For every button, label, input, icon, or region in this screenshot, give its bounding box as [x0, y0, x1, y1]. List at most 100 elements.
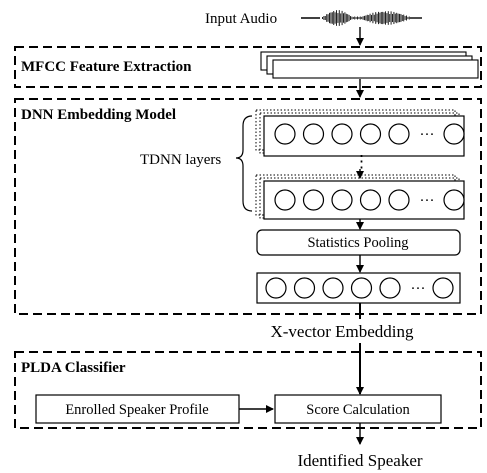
waveform-bar — [345, 13, 347, 23]
waveform-bar — [348, 14, 350, 22]
tdnn-layer-bottom-page-back — [255, 174, 456, 216]
waveform-bar — [326, 14, 328, 22]
waveform-bar — [334, 12, 336, 24]
waveform-bar — [393, 11, 395, 25]
tdnn-vertical-ellipsis: ⋮ — [353, 152, 370, 171]
neuron-node — [302, 189, 325, 211]
mfcc-feature-page-front — [272, 59, 479, 79]
tdnn-layer-bottom-page-middle — [259, 177, 460, 219]
mfcc-section-title: MFCC Feature Extraction — [21, 59, 192, 75]
waveform-bar — [401, 14, 403, 22]
waveform-bar — [407, 16, 409, 20]
statistics-pooling-label: Statistics Pooling — [307, 235, 408, 251]
waveform-bar — [408, 16, 410, 20]
waveform-bar — [351, 16, 353, 20]
waveform-bar — [344, 12, 346, 24]
waveform-bar — [337, 13, 339, 23]
neuron-node — [322, 277, 344, 299]
waveform-bar — [396, 12, 398, 24]
statistics-pooling-box — [256, 229, 461, 256]
neuron-node — [443, 123, 465, 145]
tdnn-layer-bottom-nodes: ··· — [274, 189, 465, 211]
waveform-bar — [378, 11, 379, 25]
waveform-bar — [373, 14, 375, 22]
dnn-section-frame — [14, 98, 482, 315]
neuron-node — [302, 123, 325, 145]
tdnn-layer-top: ··· — [255, 109, 465, 157]
waveform-bar — [406, 15, 407, 21]
neuron-ellipsis: ··· — [411, 281, 426, 297]
waveform-bar — [355, 17, 357, 19]
plda-section-title: PLDA Classifier — [21, 360, 126, 376]
waveform-bar — [362, 16, 364, 20]
embedding-layer-nodes: ··· — [265, 277, 454, 299]
waveform-bar — [368, 15, 370, 21]
tdnn-layer-top-page-back — [255, 109, 456, 151]
waveform-bar — [333, 11, 335, 25]
waveform-bar — [387, 11, 389, 25]
waveform-bar — [366, 14, 368, 22]
score-calculation-label: Score Calculation — [306, 402, 410, 418]
waveform-bar — [336, 10, 337, 26]
waveform-bar — [352, 16, 354, 20]
tdnn-layer-bottom: ··· — [255, 174, 465, 220]
enrolled-speaker-profile-label: Enrolled Speaker Profile — [65, 402, 208, 418]
waveform-bar — [389, 14, 391, 22]
waveform-bar — [322, 17, 323, 19]
waveform-bar — [404, 16, 406, 20]
waveform-bar — [385, 11, 386, 25]
neuron-node — [331, 123, 353, 145]
waveform-bar — [372, 12, 374, 24]
neuron-ellipsis: ··· — [420, 127, 435, 143]
neuron-ellipsis: ··· — [420, 193, 435, 209]
waveform-bar — [399, 13, 400, 23]
waveform-bar — [382, 11, 384, 25]
waveform-bar — [390, 11, 392, 25]
mfcc-section-frame — [14, 46, 482, 88]
tdnn-layer-top-page-middle — [259, 112, 460, 154]
waveform-bar — [380, 11, 382, 25]
waveform-bar — [376, 13, 378, 23]
waveform-bar — [364, 15, 365, 21]
waveform-bar — [341, 10, 343, 26]
waveform-bar — [361, 16, 363, 20]
waveform-bar — [394, 13, 396, 23]
audio-waveform-icon — [322, 10, 422, 26]
score-calculation-box — [274, 394, 442, 424]
neuron-node — [359, 123, 382, 145]
waveform-bar — [400, 13, 402, 23]
waveform-bar — [358, 17, 360, 19]
waveform-bar — [371, 14, 372, 22]
neuron-node — [388, 189, 410, 211]
plda-section-frame — [14, 351, 482, 429]
dnn-section-title: DNN Embedding Model — [21, 107, 176, 123]
waveform-bar — [375, 12, 377, 24]
waveform-bar — [357, 16, 358, 20]
waveform-bar — [329, 12, 330, 24]
waveform-bar — [350, 16, 351, 20]
waveform-bar — [397, 13, 399, 23]
waveform-bar — [365, 15, 367, 21]
neuron-node — [265, 277, 287, 299]
waveform-bar — [379, 12, 381, 24]
identified-speaker-label: Identified Speaker — [297, 451, 422, 470]
neuron-node — [331, 189, 353, 211]
waveform-bar — [324, 15, 326, 21]
xvector-embedding-label: X-vector Embedding — [270, 322, 414, 341]
waveform-bar — [386, 13, 388, 23]
mfcc-feature-stack — [260, 51, 479, 79]
waveform-bar — [403, 14, 405, 22]
neuron-node — [274, 123, 296, 145]
waveform-bar — [331, 12, 333, 24]
neuron-node — [379, 277, 401, 299]
neuron-node — [293, 277, 316, 299]
waveform-bar — [340, 13, 342, 23]
waveform-bar — [338, 10, 340, 26]
waveform-bar — [347, 14, 349, 22]
waveform-bar — [383, 12, 385, 24]
neuron-node — [359, 189, 382, 211]
waveform-bar — [330, 12, 332, 24]
tdnn-layer-top-nodes: ··· — [274, 123, 465, 145]
waveform-bar — [343, 13, 344, 23]
waveform-bar — [354, 16, 356, 20]
